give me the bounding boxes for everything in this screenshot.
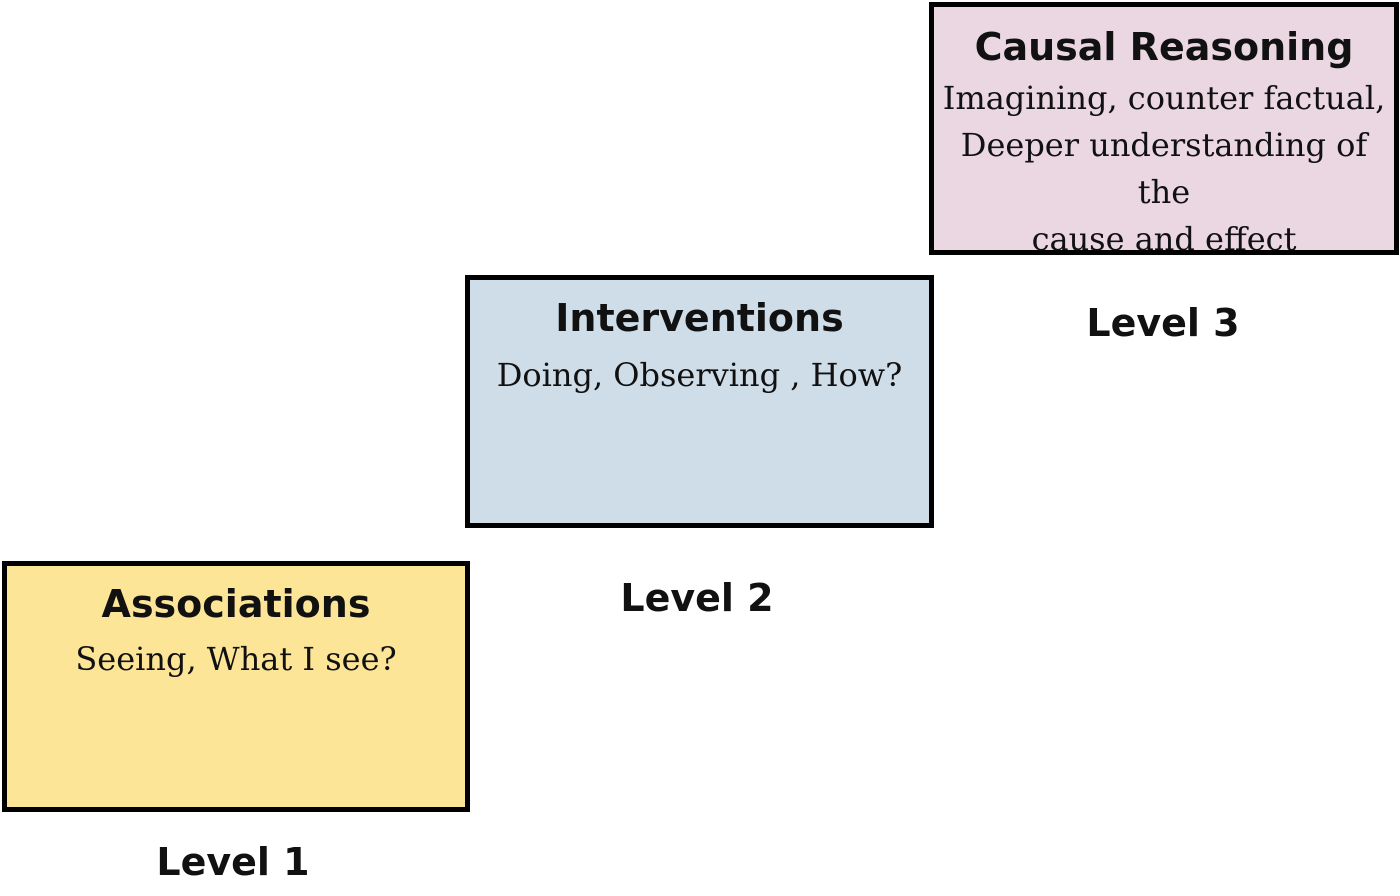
- associations-box: Associations Seeing, What I see?: [2, 561, 470, 812]
- interventions-description: Doing, Observing , How?: [496, 355, 903, 394]
- causal-reasoning-title: Causal Reasoning: [974, 25, 1354, 69]
- level-2-label: Level 2: [620, 576, 774, 620]
- level-3-label: Level 3: [1086, 301, 1240, 345]
- associations-description: Seeing, What I see?: [75, 639, 397, 678]
- interventions-title: Interventions: [555, 296, 844, 340]
- interventions-box: Interventions Doing, Observing , How?: [465, 275, 934, 528]
- causal-reasoning-box: Causal Reasoning Imagining, counter fact…: [929, 2, 1399, 258]
- associations-title: Associations: [101, 582, 371, 626]
- level-1-label: Level 1: [156, 840, 310, 884]
- causal-reasoning-description: Imagining, counter factual, Deeper under…: [942, 78, 1386, 258]
